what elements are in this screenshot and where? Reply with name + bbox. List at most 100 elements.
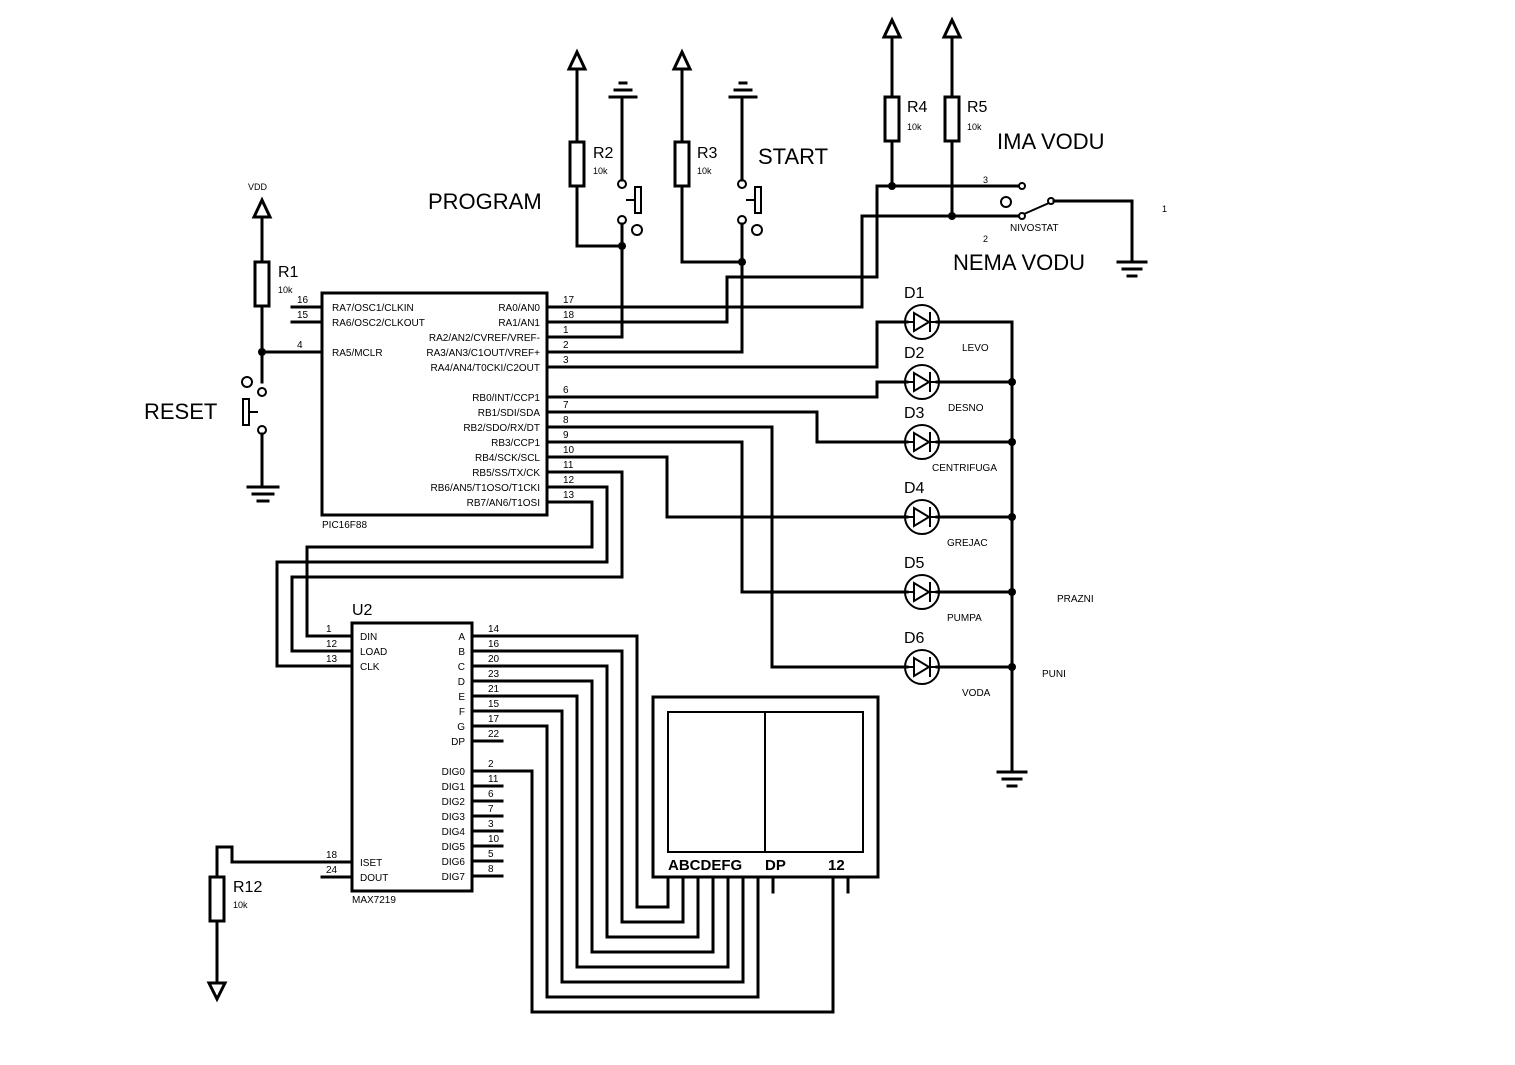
puni-label: PUNI xyxy=(1042,669,1066,680)
max-seg-pin-num: 21 xyxy=(488,684,500,695)
vdd-label: VDD xyxy=(248,182,268,192)
pic-right-pin-num: 17 xyxy=(563,295,575,306)
r12-circuit: R12 10k xyxy=(206,845,324,1003)
program-label: PROGRAM xyxy=(428,189,542,214)
max-dig-pin-name: DIG0 xyxy=(442,767,466,778)
pic-right-pin-name: RB2/SDO/RX/DT xyxy=(463,423,540,434)
reset-circuit: VDD R1 10k RESET xyxy=(144,182,299,503)
pic-right-pin-name: RA3/AN3/C1OUT/VREF+ xyxy=(426,348,540,359)
nema-vodu-label: NEMA VODU xyxy=(953,250,1085,275)
pic-right-pin-name: RB7/AN6/T1OSI xyxy=(467,498,540,509)
max-dig-pin-name: DIG7 xyxy=(442,872,466,883)
max-left-pin-num: 12 xyxy=(326,639,338,650)
nivostat-circuit: R4 10k R5 10k 3 2 1 NIVOSTAT IMA VODU NE… xyxy=(545,16,1167,324)
r5-val: 10k xyxy=(967,122,982,132)
display-dp-label: DP xyxy=(765,857,786,874)
led-ref: D1 xyxy=(904,285,925,302)
r3-up-arrow xyxy=(671,48,693,71)
led-label: GREJAC xyxy=(947,538,988,549)
max-seg-pin-name: E xyxy=(458,692,465,703)
max-dig-pin-num: 11 xyxy=(488,774,499,785)
pic-right-pin-num: 7 xyxy=(563,400,569,411)
sw-pin2: 2 xyxy=(983,234,988,244)
r5-ref: R5 xyxy=(967,99,988,116)
max-seg-pin-num: 16 xyxy=(488,639,500,650)
max-dig-pin-name: DIG3 xyxy=(442,812,466,823)
pic-right-pin-name: RB1/SDI/SDA xyxy=(478,408,541,419)
vdd-arrow xyxy=(251,196,273,219)
led-ref: D6 xyxy=(904,630,925,647)
segment-bus xyxy=(500,634,835,1014)
r4-val: 10k xyxy=(907,122,922,132)
max-dig-pin-num: 6 xyxy=(488,789,494,800)
pic-right-pin-num: 3 xyxy=(563,355,569,366)
max-left-pin-name: DIN xyxy=(360,632,377,643)
start-circuit: R3 10k START xyxy=(545,48,828,354)
r12-down-arrow xyxy=(206,981,228,1003)
display-seg-label: ABCDEFG xyxy=(668,857,742,874)
max-dig-pin-num: 3 xyxy=(488,819,494,830)
led-ref: D3 xyxy=(904,405,925,422)
r1-val: 10k xyxy=(278,285,293,295)
max-dig-pin-name: DIG4 xyxy=(442,827,466,838)
max-dig-pin-name: DIG5 xyxy=(442,842,466,853)
max-seg-pin-name: D xyxy=(458,677,465,688)
pic-left-pin-name: RA7/OSC1/CLKIN xyxy=(332,303,414,314)
pic-right-pin-name: RB6/AN5/T1OSO/T1CKI xyxy=(431,483,540,494)
pic-right-pin-name: RB3/CCP1 xyxy=(491,438,540,449)
pic-right-pin-name: RA2/AN2/CVREF/VREF- xyxy=(429,333,540,344)
pic-right-pin-name: RA0/AN0 xyxy=(498,303,540,314)
max-seg-pin-num: 23 xyxy=(488,669,500,680)
r4-ref: R4 xyxy=(907,99,928,116)
r2-body xyxy=(568,140,586,188)
pic-body xyxy=(320,291,549,517)
r1-ref: R1 xyxy=(278,264,299,281)
pic-right-pin-num: 8 xyxy=(563,415,569,426)
start-label: START xyxy=(758,144,828,169)
max-seg-pin-num: 22 xyxy=(488,729,500,740)
max-seg-pin-num: 17 xyxy=(488,714,500,725)
max-left-pin-num: 1 xyxy=(326,624,332,635)
r3-body xyxy=(673,140,691,188)
max-dig-pin-name: DIG1 xyxy=(442,782,466,793)
pic-left-pins: 16RA7/OSC1/CLKIN15RA6/OSC2/CLKOUT4RA5/MC… xyxy=(290,295,425,359)
r12-body xyxy=(208,875,226,923)
max-left-pin-name: CLK xyxy=(360,662,380,673)
pic-left-pin-num: 15 xyxy=(297,310,309,321)
max-seg-pin-name: F xyxy=(459,707,465,718)
pic-right-pin-num: 11 xyxy=(563,460,574,471)
sw-pin1: 1 xyxy=(1162,204,1167,214)
max-seg-pin-name: G xyxy=(457,722,465,733)
pic-right-pin-name: RA1/AN1 xyxy=(498,318,540,329)
pic-right-pin-num: 18 xyxy=(563,310,575,321)
max-left-pin-name: LOAD xyxy=(360,647,387,658)
pic-right-pin-num: 9 xyxy=(563,430,569,441)
r12-val: 10k xyxy=(233,900,248,910)
display-pins xyxy=(666,875,850,1014)
max-dig-pins: 2DIG011DIG16DIG27DIG33DIG410DIG55DIG68DI… xyxy=(442,759,504,883)
led-label: LEVO xyxy=(962,343,989,354)
max-dig-pin-num: 8 xyxy=(488,864,494,875)
r3-ref: R3 xyxy=(697,145,718,162)
reset-label: RESET xyxy=(144,399,217,424)
pic-left-pin-name: RA6/OSC2/CLKOUT xyxy=(332,318,425,329)
led-ref: D5 xyxy=(904,555,925,572)
ima-vodu-label: IMA VODU xyxy=(997,129,1105,154)
max-seg-pin-name: DP xyxy=(451,737,465,748)
pic-right-pin-name: RA4/AN4/T0CKI/C2OUT xyxy=(431,363,540,374)
pic-right-pin-num: 2 xyxy=(563,340,569,351)
max-left-pin-name: ISET xyxy=(360,858,382,869)
max-left-pin-num: 18 xyxy=(326,850,338,861)
max-left-pin-name: DOUT xyxy=(360,873,388,884)
pic-right-pin-name: RB4/SCK/SCL xyxy=(475,453,540,464)
r4-body xyxy=(883,95,901,143)
pic-right-pin-num: 10 xyxy=(563,445,575,456)
max-dig-pin-name: DIG2 xyxy=(442,797,466,808)
nivostat-label: NIVOSTAT xyxy=(1010,223,1059,234)
pic-right-pin-name: RB0/INT/CCP1 xyxy=(472,393,540,404)
r2-val: 10k xyxy=(593,166,608,176)
